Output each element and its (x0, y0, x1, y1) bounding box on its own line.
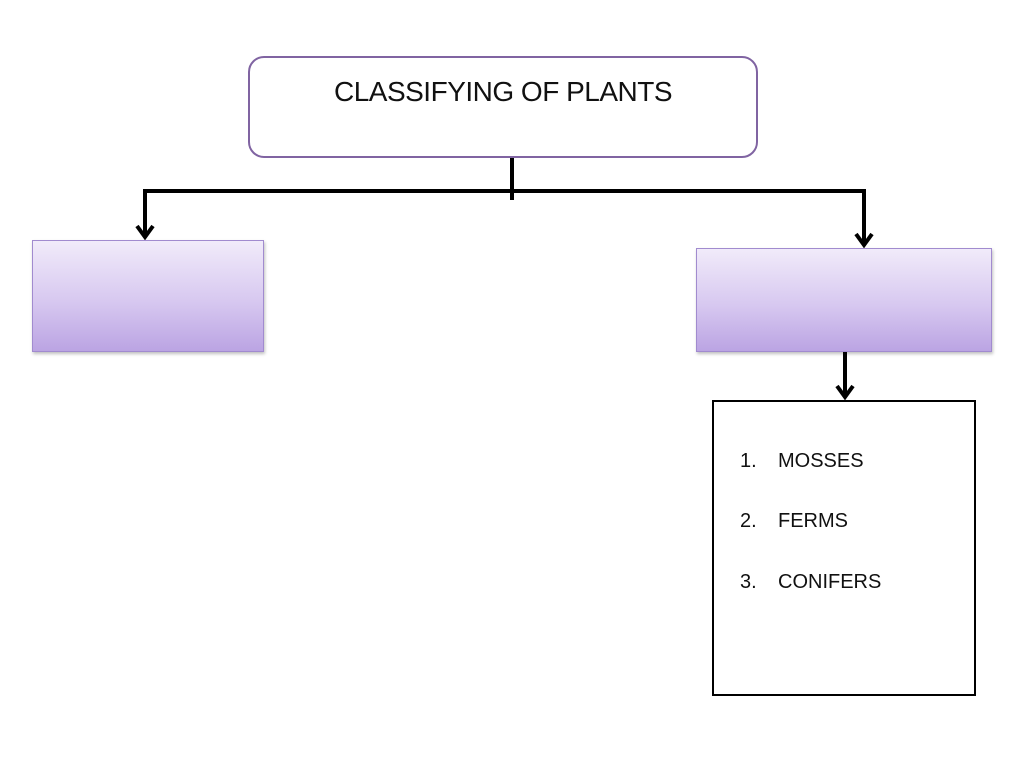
left-category-box (32, 240, 264, 352)
list-item-number: 1. (740, 450, 757, 472)
list-item-label: MOSSES (778, 450, 864, 472)
list-item-label: FERMS (778, 510, 848, 532)
list-item-number: 3. (740, 571, 757, 593)
title-node: CLASSIFYING OF PLANTS (248, 56, 758, 158)
list-item: 3. CONIFERS (740, 571, 881, 594)
list-item: 1. MOSSES (740, 450, 864, 473)
list-item: 2. FERMS (740, 510, 848, 533)
right-arrowhead (854, 232, 874, 249)
list-item-label: CONIFERS (778, 571, 882, 593)
right-category-box (696, 248, 992, 352)
list-arrowhead (835, 384, 855, 401)
diagram-title: CLASSIFYING OF PLANTS (333, 76, 673, 107)
list-item-number: 2. (740, 510, 757, 532)
plant-list-box: 1. MOSSES 2. FERMS 3. CONIFERS (712, 400, 976, 696)
left-arrowhead (135, 224, 155, 241)
